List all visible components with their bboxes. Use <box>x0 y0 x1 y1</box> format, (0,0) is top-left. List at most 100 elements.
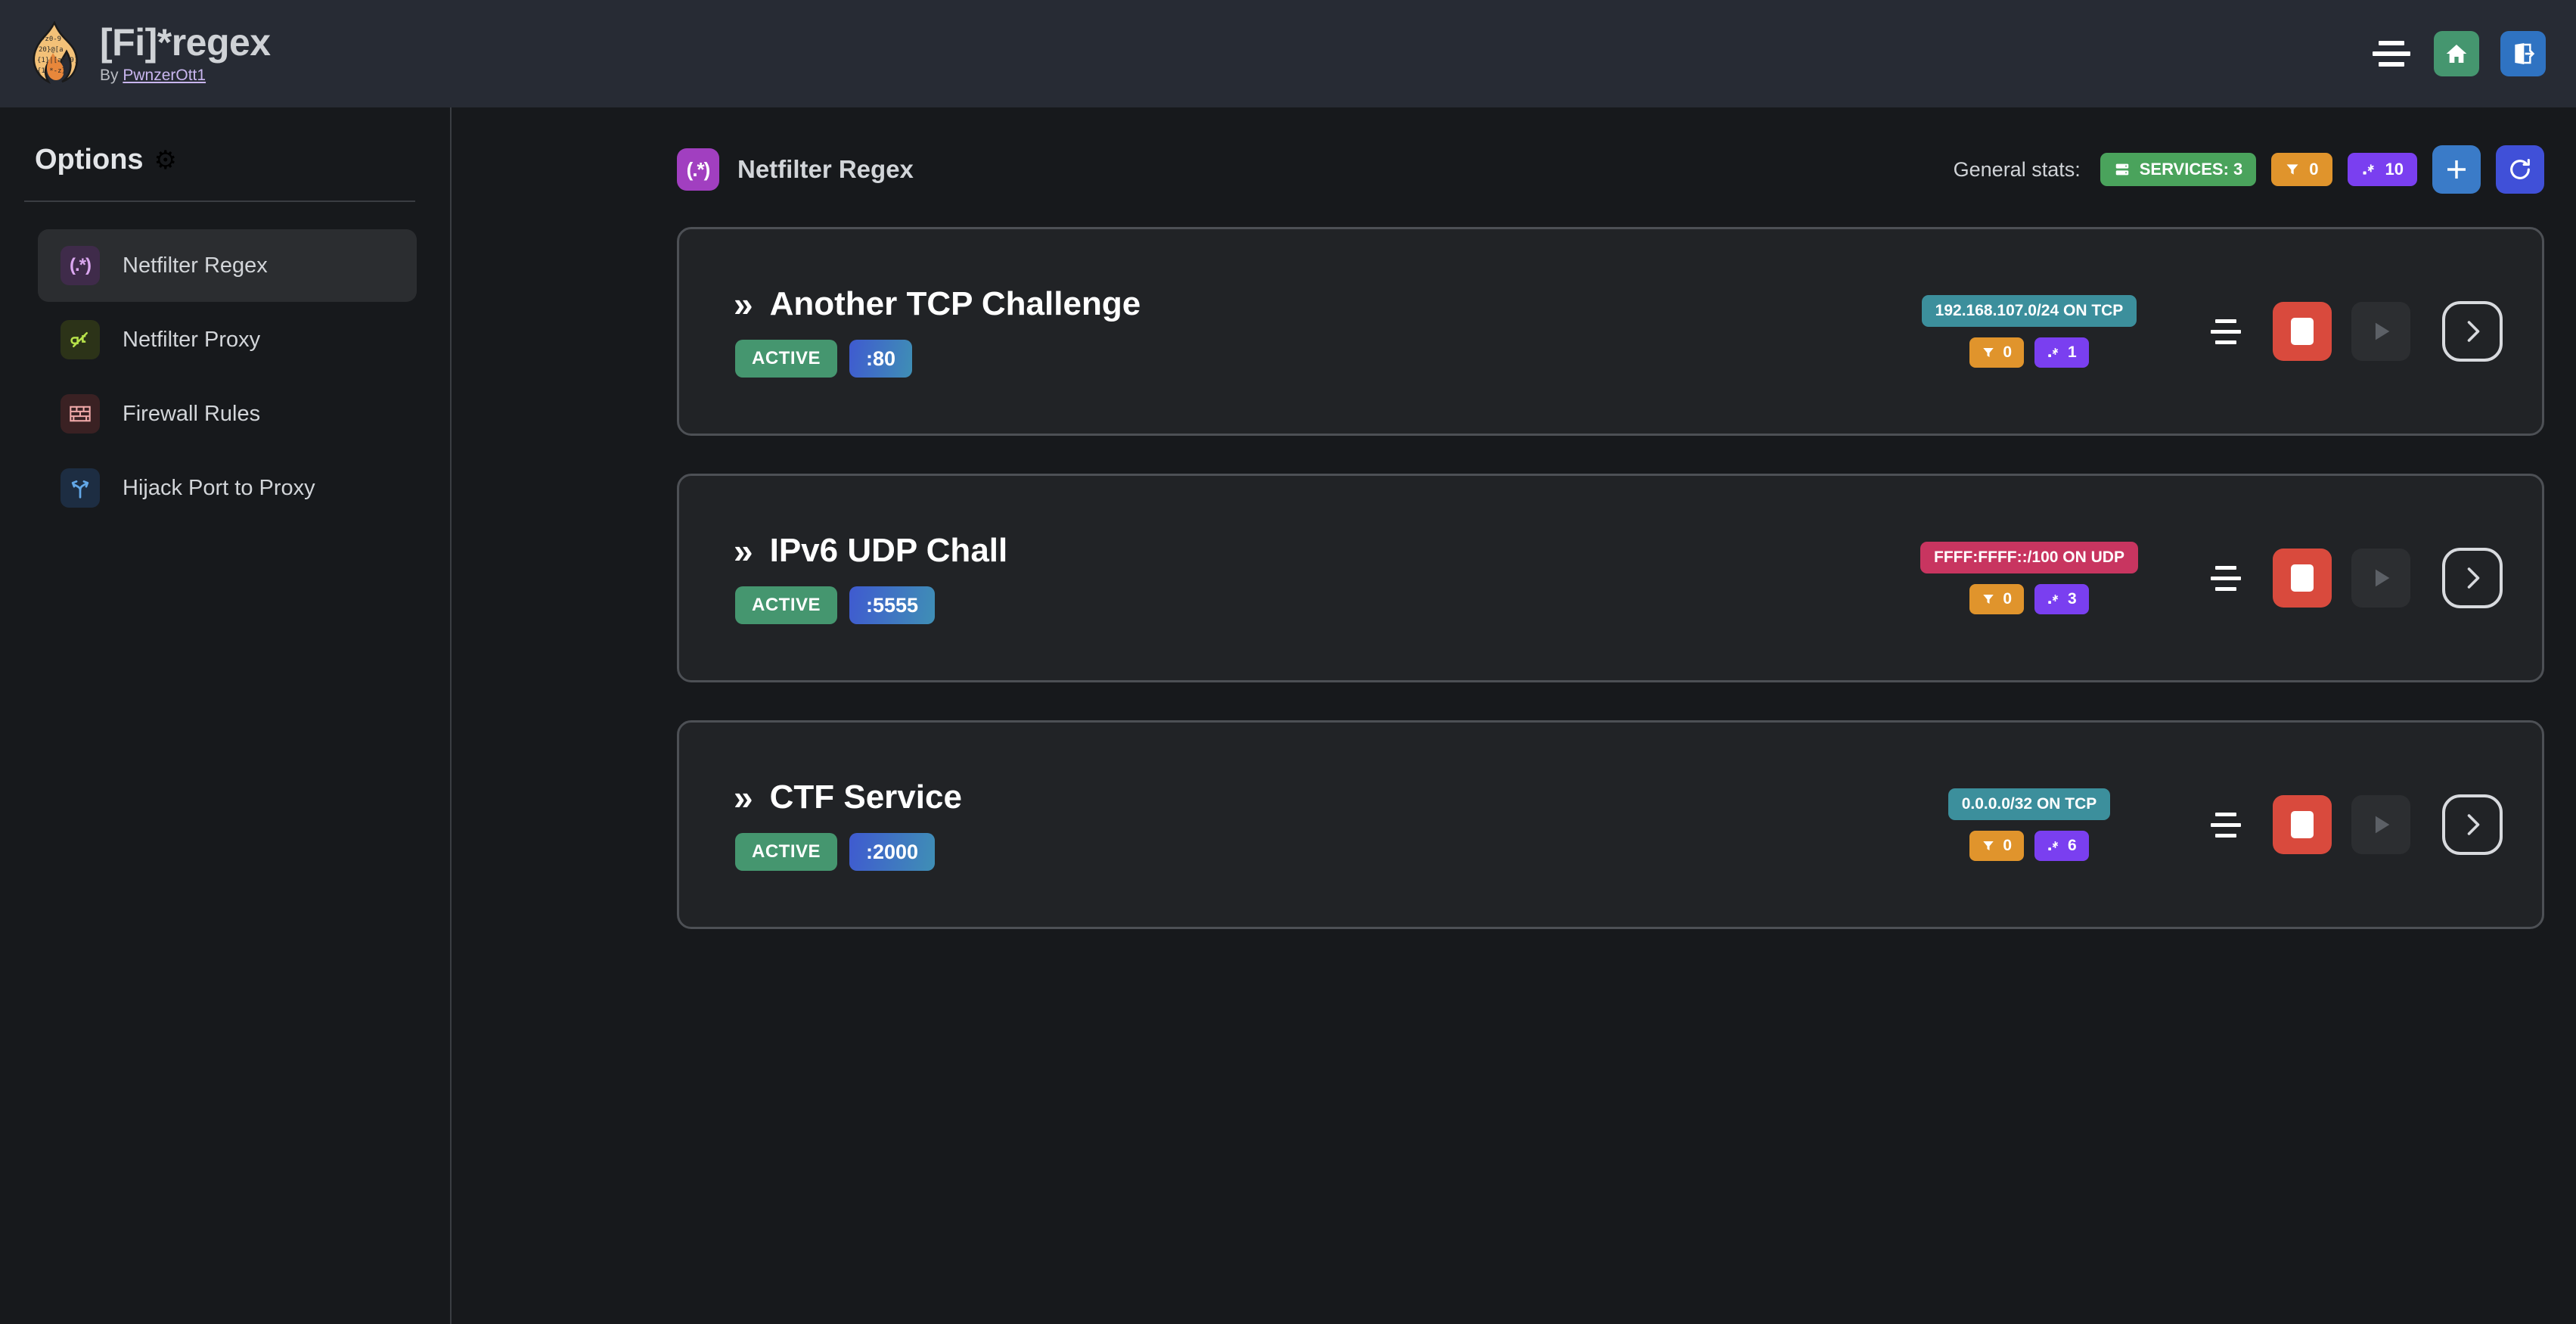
service-card-actions: 0.0.0.0/32 ON TCP 0 6 <box>1901 788 2503 861</box>
regexes-count: 3 <box>2068 590 2077 608</box>
regex-icon: (.*) <box>61 246 100 285</box>
services-count-text: SERVICES: 3 <box>2139 160 2243 179</box>
sidebar-divider <box>24 200 415 202</box>
regexes-counter: 6 <box>2034 831 2089 861</box>
regexes-count: 1 <box>2068 343 2077 361</box>
brick-wall-icon <box>61 394 100 434</box>
service-badges: ACTIVE :80 <box>735 340 1141 378</box>
service-card-actions: FFFF:FFFF::/100 ON UDP 0 3 <box>1901 542 2503 614</box>
stop-button[interactable] <box>2273 549 2332 608</box>
gear-icon: ⚙ <box>154 145 178 175</box>
network-badge: 0.0.0.0/32 ON TCP <box>1948 788 2111 820</box>
sidebar-item-firewall-rules[interactable]: Firewall Rules <box>38 378 417 450</box>
page-title: Netfilter Regex <box>737 155 914 183</box>
page-title-wrap: (.*) Netfilter Regex <box>677 148 914 191</box>
filters-counter: 0 <box>1969 831 2024 861</box>
open-service-button[interactable] <box>2442 794 2503 855</box>
filters-count: 0 <box>2003 590 2012 608</box>
options-header: Options ⚙ <box>35 144 450 176</box>
sidebar-item-netfilter-proxy[interactable]: Netfilter Proxy <box>38 303 417 376</box>
filters-counter: 0 <box>1969 584 2024 614</box>
service-network-info: FFFF:FFFF::/100 ON UDP 0 3 <box>1901 542 2158 614</box>
logout-button[interactable] <box>2500 31 2546 76</box>
stop-button[interactable] <box>2273 302 2332 361</box>
play-icon <box>2375 322 2390 340</box>
regexes-counter: 3 <box>2034 584 2089 614</box>
svg-text:{1}|[a0-9]: {1}|[a0-9] <box>37 57 78 64</box>
app-byline: By PwnzerOtt1 <box>100 67 271 85</box>
author-link[interactable]: PwnzerOtt1 <box>123 67 206 84</box>
plus-icon <box>2447 160 2466 179</box>
refresh-button[interactable] <box>2496 145 2544 194</box>
service-card-actions: 192.168.107.0/24 ON TCP 0 1 <box>1901 295 2503 368</box>
service-name: CTF Service <box>769 779 962 816</box>
stop-button[interactable] <box>2273 795 2332 854</box>
options-title: Options <box>35 144 144 176</box>
refresh-icon <box>2510 158 2530 179</box>
chevron-right-icon <box>2467 321 2480 342</box>
sidebar-item-label: Firewall Rules <box>123 401 261 426</box>
home-button[interactable] <box>2434 31 2479 76</box>
drag-handle-icon[interactable] <box>2199 555 2253 601</box>
sidebar: Options ⚙ (.*) Netfilter Regex Netfilter… <box>0 107 452 1324</box>
status-badge-regexes: 10 <box>2347 153 2417 186</box>
filters-count: 0 <box>2003 837 2012 854</box>
status-badge-active: ACTIVE <box>735 340 838 378</box>
service-card[interactable]: » Another TCP Challenge ACTIVE :80 192.1… <box>677 227 2544 436</box>
stop-icon <box>2291 564 2314 592</box>
service-counters: 0 1 <box>1969 337 2089 368</box>
main-header: (.*) Netfilter Regex General stats: SERV… <box>453 145 2576 194</box>
service-title-row: » CTF Service <box>734 779 962 816</box>
play-button[interactable] <box>2351 302 2410 361</box>
filter-icon <box>1983 348 1994 357</box>
play-button[interactable] <box>2351 549 2410 608</box>
regex-icon: (.*) <box>677 148 719 191</box>
service-card[interactable]: » CTF Service ACTIVE :2000 0.0.0.0/32 ON… <box>677 720 2544 929</box>
open-service-button[interactable] <box>2442 301 2503 362</box>
service-card-info: » Another TCP Challenge ACTIVE :80 <box>734 285 1141 378</box>
service-name: Another TCP Challenge <box>769 285 1141 322</box>
top-bar-actions <box>2370 31 2546 76</box>
filter-icon <box>2286 164 2298 175</box>
service-card-info: » CTF Service ACTIVE :2000 <box>734 779 962 871</box>
network-badge: FFFF:FFFF::/100 ON UDP <box>1920 542 2138 573</box>
service-card[interactable]: » IPv6 UDP Chall ACTIVE :5555 FFFF:FFFF:… <box>677 474 2544 682</box>
network-badge: 192.168.107.0/24 ON TCP <box>1921 295 2137 327</box>
server-icon <box>2115 163 2128 176</box>
add-service-button[interactable] <box>2432 145 2481 194</box>
service-network-info: 0.0.0.0/32 ON TCP 0 6 <box>1901 788 2158 861</box>
port-badge: :5555 <box>849 586 936 624</box>
service-badges: ACTIVE :2000 <box>735 833 962 871</box>
sidebar-item-label: Hijack Port to Proxy <box>123 475 315 500</box>
status-badge-filters: 0 <box>2271 153 2332 186</box>
service-counters: 0 3 <box>1969 584 2089 614</box>
svg-text:{1 *-z}: {1 *-z} <box>37 67 66 75</box>
regex-count-icon <box>2363 164 2374 175</box>
filters-count: 0 <box>2003 343 2012 361</box>
sidebar-item-hijack-port-to-proxy[interactable]: Hijack Port to Proxy <box>38 452 417 524</box>
route-split-icon <box>61 468 100 508</box>
play-button[interactable] <box>2351 795 2410 854</box>
drag-handle-icon[interactable] <box>2199 309 2253 354</box>
double-chevron-icon: » <box>734 531 753 570</box>
filters-count: 0 <box>2309 160 2319 179</box>
svg-text:-z0-9: -z0-9 <box>41 36 61 43</box>
brand-text: [Fi]*regex By PwnzerOtt1 <box>100 23 271 85</box>
sidebar-item-label: Netfilter Proxy <box>123 327 261 352</box>
service-name: IPv6 UDP Chall <box>769 532 1008 569</box>
filters-counter: 0 <box>1969 337 2024 368</box>
logout-icon <box>2515 43 2535 64</box>
open-service-button[interactable] <box>2442 548 2503 608</box>
regexes-count: 10 <box>2385 160 2404 179</box>
general-stats-label: General stats: <box>1953 157 2081 181</box>
hamburger-icon[interactable] <box>2370 37 2413 70</box>
service-title-row: » IPv6 UDP Chall <box>734 532 1007 570</box>
service-card-info: » IPv6 UDP Chall ACTIVE :5555 <box>734 532 1007 624</box>
filter-icon <box>1983 841 1994 850</box>
drag-handle-icon[interactable] <box>2199 802 2253 847</box>
service-title-row: » Another TCP Challenge <box>734 285 1141 323</box>
filter-icon <box>1983 595 1994 604</box>
sidebar-item-netfilter-regex[interactable]: (.*) Netfilter Regex <box>38 229 417 302</box>
chevron-right-icon <box>2467 567 2480 589</box>
main-content: (.*) Netfilter Regex General stats: SERV… <box>453 107 2576 1324</box>
